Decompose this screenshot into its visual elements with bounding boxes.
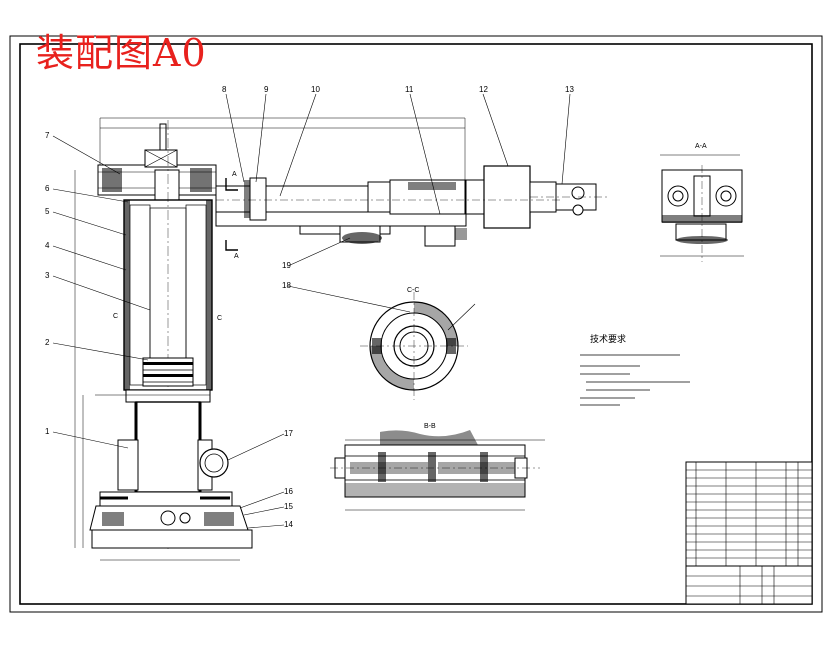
balloon-10: 10 [311, 85, 320, 94]
label-cut-c-left: C [113, 313, 118, 320]
balloon-18: 18 [282, 281, 291, 290]
balloon-3: 3 [45, 271, 50, 280]
balloon-17: 17 [284, 429, 293, 438]
title-block [685, 461, 813, 605]
leader-lines [52, 93, 571, 529]
view-b-b [330, 430, 545, 511]
balloon-numbers: 7 6 5 4 3 2 1 8 9 10 11 12 13 17 16 15 1… [45, 85, 574, 529]
balloon-8: 8 [222, 85, 227, 94]
label-view-bb: B-B [424, 423, 436, 430]
label-view-aa: A-A [695, 143, 707, 150]
label-cut-c-right: C [217, 315, 222, 322]
view-a-a [660, 154, 744, 262]
balloon-1: 1 [45, 427, 50, 436]
balloon-14: 14 [284, 520, 293, 529]
balloon-9: 9 [264, 85, 269, 94]
balloon-11: 11 [405, 85, 414, 94]
inner-border [19, 43, 813, 605]
balloon-7: 7 [45, 131, 50, 140]
balloon-4: 4 [45, 241, 50, 250]
notes-heading: 技术要求 [590, 333, 626, 344]
label-cut-a-bottom: A [234, 253, 239, 260]
balloon-13: 13 [565, 85, 574, 94]
outer-border [9, 35, 823, 613]
label-cut-a-top: A [232, 171, 237, 178]
balloon-2: 2 [45, 338, 50, 347]
balloon-5: 5 [45, 207, 50, 216]
balloon-15: 15 [284, 502, 293, 511]
label-view-cc: C-C [407, 287, 419, 294]
balloon-19: 19 [282, 261, 291, 270]
technical-notes [580, 354, 690, 406]
horizontal-arm-assembly [99, 117, 610, 251]
drawing-title: 装配图A0 [36, 31, 207, 75]
balloon-12: 12 [479, 85, 488, 94]
view-c-c [360, 292, 476, 400]
balloon-16: 16 [284, 487, 293, 496]
section-labels: A-A C-C B-B A A C C [113, 143, 707, 430]
balloon-6: 6 [45, 184, 50, 193]
